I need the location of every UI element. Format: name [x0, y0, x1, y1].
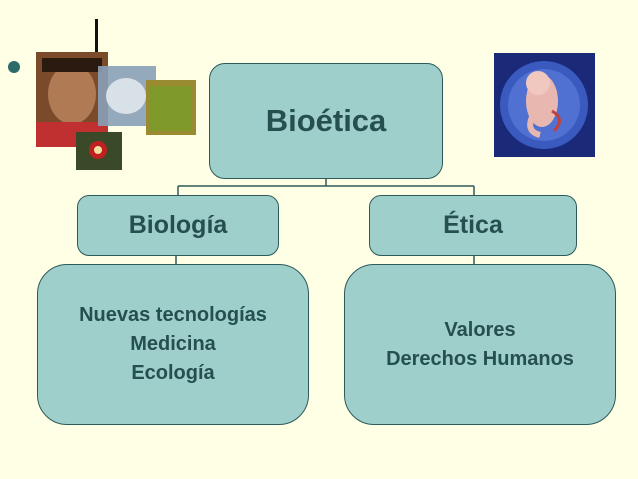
branch-node-label: Ética	[443, 211, 503, 239]
root-node: Bioética	[209, 63, 443, 179]
bullet-dot	[8, 61, 20, 73]
branch-node-biologia: Biología	[77, 195, 279, 256]
leaf-item: Valores	[444, 318, 516, 341]
photo-collage-image	[36, 52, 196, 170]
leaf-node-etica: Valores Derechos Humanos	[344, 264, 616, 425]
branch-node-etica: Ética	[369, 195, 577, 256]
leaf-item: Nuevas tecnologías	[79, 304, 267, 326]
leaf-item: Derechos Humanos	[386, 347, 574, 370]
leaf-item: Ecología	[131, 362, 215, 384]
leaf-node-biologia: Nuevas tecnologías Medicina Ecología	[37, 264, 309, 425]
branch-node-label: Biología	[128, 211, 228, 239]
leaf-item: Medicina	[130, 333, 216, 355]
root-node-label: Bioética	[265, 103, 387, 138]
embryo-photo-image	[494, 53, 595, 157]
decorative-vertical-line	[95, 19, 98, 53]
